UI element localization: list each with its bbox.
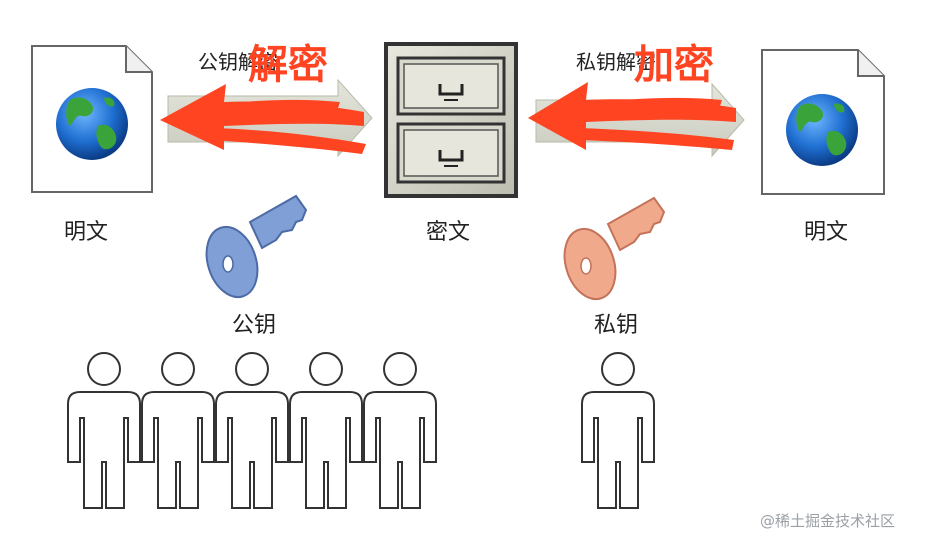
public-person-1 <box>67 352 141 509</box>
public-person-4 <box>289 352 363 509</box>
public-person-2 <box>141 352 215 509</box>
public-key-icon <box>205 194 308 299</box>
public-key-label: 公钥 <box>232 313 277 338</box>
people-layer <box>67 352 655 509</box>
decrypt-overlay-text: 解密 <box>248 42 328 88</box>
red-arrow-right <box>528 82 736 150</box>
right-arrow-caption: 私钥解密 <box>576 50 656 74</box>
public-person-3 <box>215 352 289 509</box>
encrypt-overlay-text: 加密 <box>634 42 714 88</box>
globe-icon <box>786 94 858 166</box>
plaintext-document-right <box>761 49 885 195</box>
ciphertext-label: 密文 <box>426 220 471 245</box>
plaintext-document-left <box>31 45 153 193</box>
file-cabinet-icon <box>384 42 518 198</box>
red-arrow-left <box>160 84 366 154</box>
globe-icon <box>56 88 128 160</box>
left-arrow-caption: 公钥解密 <box>198 50 278 74</box>
private-key-label: 私钥 <box>594 313 639 338</box>
plaintext-label-left: 明文 <box>64 220 109 245</box>
plaintext-label-right: 明文 <box>804 220 849 245</box>
public-person-5 <box>363 352 437 509</box>
private-key-icon <box>563 196 666 301</box>
private-person-1 <box>581 352 655 509</box>
watermark: @稀土掘金技术社区 <box>760 512 896 530</box>
